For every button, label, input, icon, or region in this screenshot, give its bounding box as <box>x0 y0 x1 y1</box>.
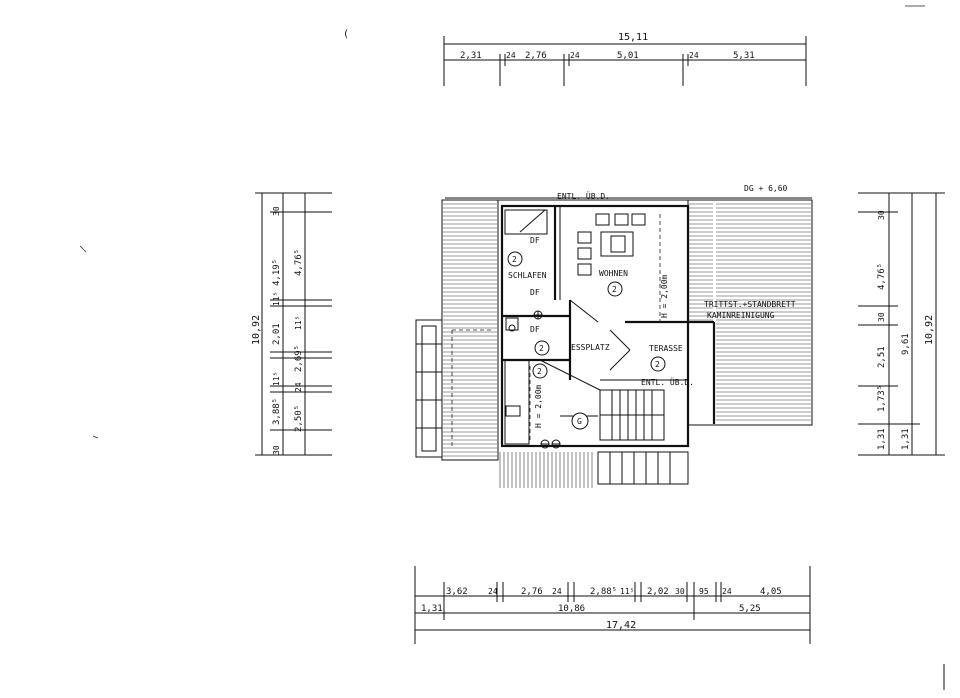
svg-text:2: 2 <box>512 255 517 264</box>
dim-bottom-overall: 17,42 <box>606 620 636 631</box>
label-trittstufe: TRITTST.+STANDBRETT <box>704 300 796 309</box>
label-df: DF <box>530 325 540 334</box>
dim-left-col1: 30 <box>272 445 281 455</box>
dim-top-seg: 24 <box>570 51 580 60</box>
room-number-marker: 2 <box>534 340 550 356</box>
dim-right-col1: 30 <box>877 312 886 322</box>
svg-text:2: 2 <box>655 360 660 369</box>
dim-right-col1: 1,31 <box>877 428 887 450</box>
fixture-symbol <box>508 310 561 449</box>
dim-bottom-row1: 2,02 <box>647 587 669 597</box>
dim-left-col1: 11⁵ <box>272 372 281 386</box>
label-schlafen: SCHLAFEN <box>508 271 547 280</box>
dim-bottom-row2: 1,31 <box>421 604 443 614</box>
dim-bottom-row1: 24 <box>552 587 562 596</box>
dim-right-overall: 10,92 <box>924 315 935 345</box>
label-terasse: TERASSE <box>649 344 683 353</box>
dim-left-overall: 10,92 <box>251 315 262 345</box>
dim-top-seg: 5,01 <box>617 51 639 61</box>
room-number-marker: 2 <box>607 281 623 297</box>
label-essplatz: ESSPLATZ <box>571 343 610 352</box>
top-dimension-chain: 15,11 2,31 24 2,76 24 5,01 24 5,31 <box>443 32 807 86</box>
label-height-wohnen: H = 2,00m <box>660 274 669 318</box>
dim-right-col1: 2,51 <box>877 346 887 368</box>
svg-text:2: 2 <box>539 344 544 353</box>
dim-right-col2: 1,31 <box>901 428 911 450</box>
dim-bottom-row1: 95 <box>699 587 709 596</box>
label-wohnen: WOHNEN <box>599 269 628 278</box>
dim-bottom-row1: 2,88⁵ <box>590 587 617 597</box>
dim-right-col1: 1,73⁵ <box>877 385 887 412</box>
dim-top-seg: 5,31 <box>733 51 755 61</box>
dim-left-col1: 3,88⁵ <box>272 398 282 425</box>
dim-left-col2: 2,69⁵ <box>294 345 304 372</box>
room-number-marker: 2 <box>507 251 523 267</box>
dim-left-col2: 24 <box>294 382 303 392</box>
dim-bottom-row2: 5,25 <box>739 604 761 614</box>
svg-text:2: 2 <box>537 367 542 376</box>
label-dg-height: DG + 6,60 <box>744 184 788 193</box>
dim-bottom-row1: 4,05 <box>760 587 782 597</box>
dim-left-col2: 4,76⁵ <box>294 249 304 276</box>
dim-top-overall: 15,11 <box>618 32 648 43</box>
dim-bottom-row1: 24 <box>722 587 732 596</box>
living-room-furniture <box>577 213 646 276</box>
roof-hatching <box>443 203 811 488</box>
label-height-ess: H = 2,00m <box>534 384 543 428</box>
right-dimension-chain: 30 4,76⁵ 30 2,51 1,73⁵ 1,31 9,61 1,31 10… <box>858 192 945 456</box>
dim-left-col2: 2,50⁵ <box>294 405 304 432</box>
label-df: DF <box>530 288 540 297</box>
dim-bottom-row1: 2,76 <box>521 587 543 597</box>
dim-left-col2: 11⁵ <box>294 316 303 330</box>
dim-top-seg: 2,76 <box>525 51 547 61</box>
dim-top-seg: 24 <box>506 51 516 60</box>
dim-left-col1: 30 <box>272 206 281 216</box>
dim-bottom-row1: 11⁵ <box>620 587 634 596</box>
stray-mark <box>79 245 87 253</box>
room-number-marker: 2 <box>532 363 548 379</box>
staircase <box>560 389 689 485</box>
dim-bottom-row1: 30 <box>675 587 685 596</box>
stray-paren: ( <box>343 29 349 40</box>
label-kaminreinigung: KAMINREINIGUNG <box>707 311 775 320</box>
dim-left-col1: 11⁵ <box>272 292 281 306</box>
left-dimension-chain: 10,92 30 3,88⁵ 11⁵ 2,01 11⁵ 4,19⁵ 30 2,5… <box>251 192 332 456</box>
svg-text:2: 2 <box>612 285 617 294</box>
roof-outline <box>441 197 813 461</box>
dim-left-col1: 4,19⁵ <box>272 259 282 286</box>
stray-mark <box>92 435 99 439</box>
balcony-rail <box>415 319 443 458</box>
interior-walls <box>451 204 716 448</box>
room-number-marker: 2 <box>650 356 666 372</box>
label-df: DF <box>530 236 540 245</box>
dim-bottom-row1: 3,62 <box>446 587 468 597</box>
dim-right-col1: 30 <box>877 210 886 220</box>
bottom-dimension-chain: 3,62 24 2,76 24 2,88⁵ 11⁵ 2,02 30 95 24 … <box>414 566 811 644</box>
g-marker: G <box>571 412 589 430</box>
label-entl-mid: ENTL. ÜB.D. <box>641 377 694 387</box>
dim-top-seg: 24 <box>689 51 699 60</box>
svg-text:G: G <box>577 417 582 426</box>
dim-top-seg: 2,31 <box>460 51 482 61</box>
dim-bottom-row1: 24 <box>488 587 498 596</box>
dim-bottom-row2: 10,86 <box>558 604 585 614</box>
dim-right-col1: 4,76⁵ <box>877 263 887 290</box>
dim-left-col1: 2,01 <box>272 323 282 345</box>
label-entl-top: ENTL. ÜB.D. <box>557 191 610 201</box>
dim-right-mid: 9,61 <box>901 333 911 355</box>
